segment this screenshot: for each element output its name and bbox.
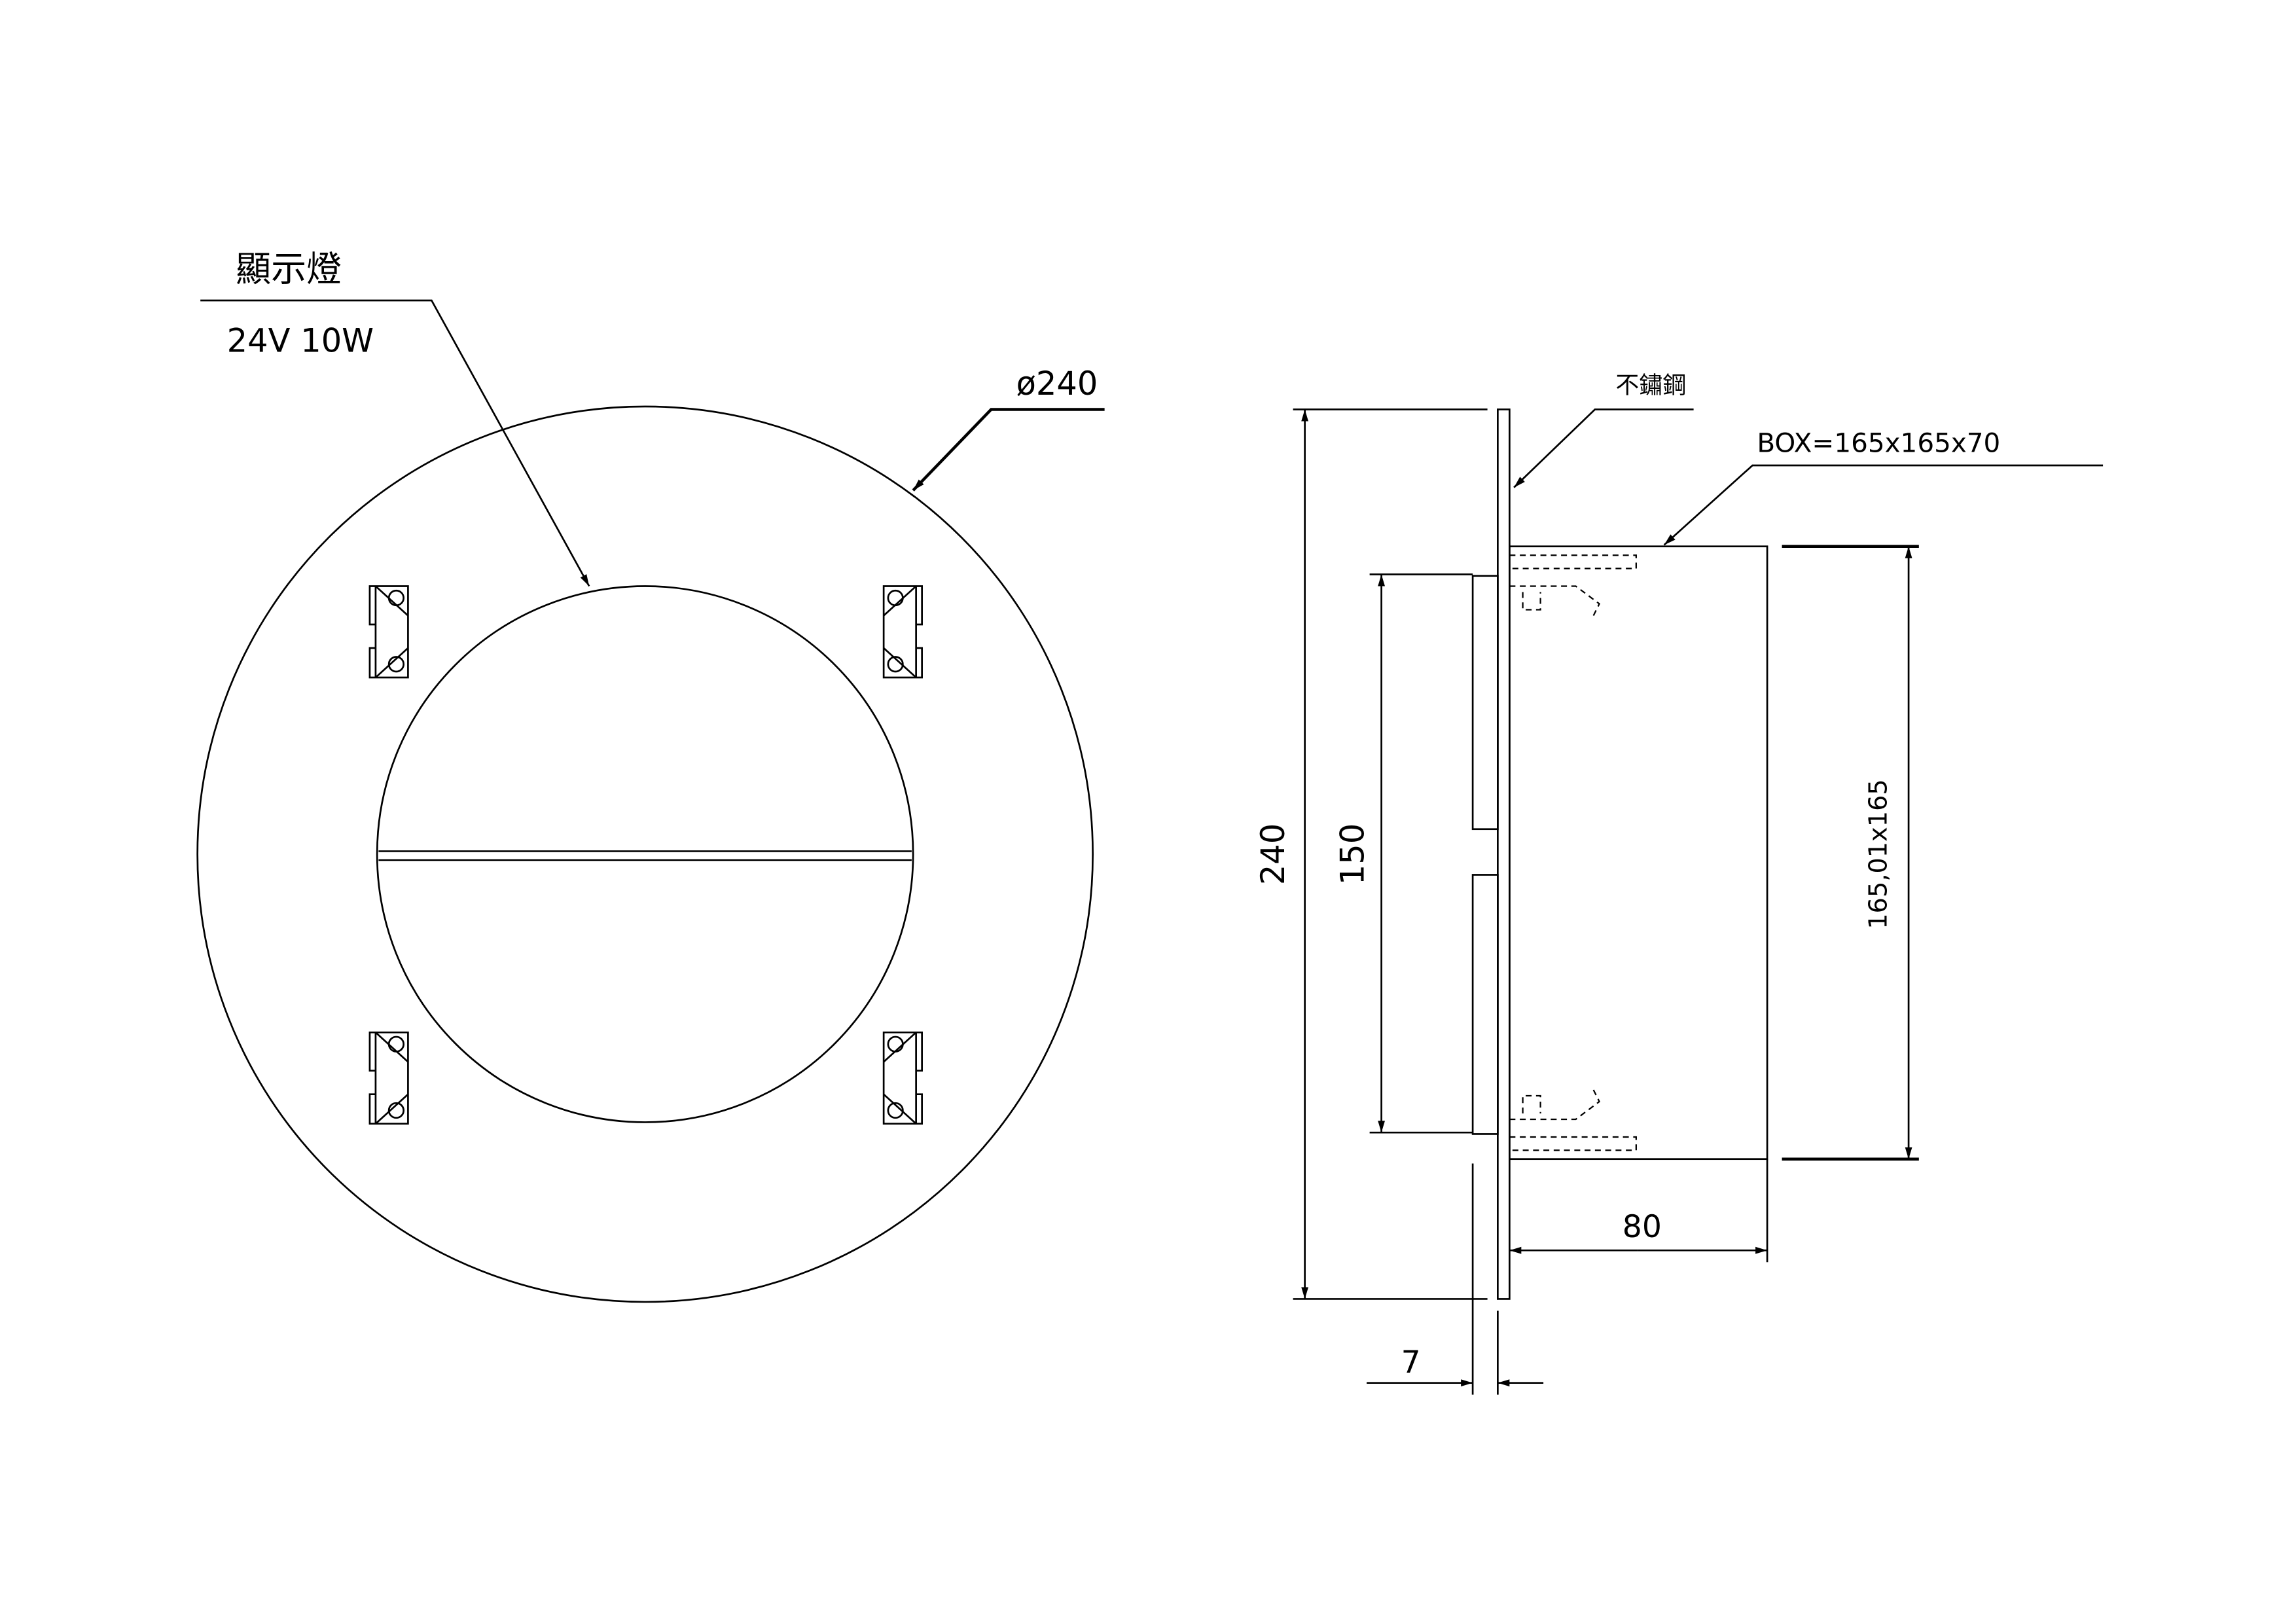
front-view: 顯示燈 24V 10W ø240 [196, 249, 1105, 1303]
diameter-leader [912, 408, 1105, 492]
dim-face-height: 150 [1334, 823, 1372, 885]
inner-lens-circle [376, 585, 914, 1123]
mounting-clip [882, 585, 923, 679]
outer-flange-circle [196, 405, 1094, 1303]
dim-overall-height: 240 [1254, 823, 1292, 885]
hidden-bracket-top [1509, 554, 1637, 616]
face-piece-top [1471, 575, 1499, 831]
stainless-plate [1497, 408, 1511, 1300]
mounting-clip [368, 585, 409, 679]
mounting-clip [882, 1031, 923, 1125]
face-piece-bottom [1471, 874, 1499, 1135]
mounting-clip [368, 1031, 409, 1125]
indicator-leader [200, 299, 590, 587]
box-label: BOX=165x165x70 [1757, 427, 2000, 459]
dim-thickness: 7 [1401, 1344, 1421, 1380]
diameter-label: ø240 [1016, 365, 1098, 403]
hidden-bracket-bottom [1509, 1089, 1637, 1151]
dim-depth: 80 [1623, 1209, 1662, 1245]
box-leader [1663, 464, 2104, 546]
indicator-label: 顯示燈 [236, 249, 342, 290]
material-leader [1513, 408, 1694, 488]
dim-box-height: 165,01x165 [1864, 779, 1893, 929]
indicator-spec: 24V 10W [227, 322, 374, 360]
material-label: 不鏽鋼 [1615, 372, 1686, 399]
side-view: 240 150 165,01x165 80 7 不鏽鋼 BOX=165x165x… [1254, 372, 2104, 1395]
back-box [1509, 545, 1768, 1161]
